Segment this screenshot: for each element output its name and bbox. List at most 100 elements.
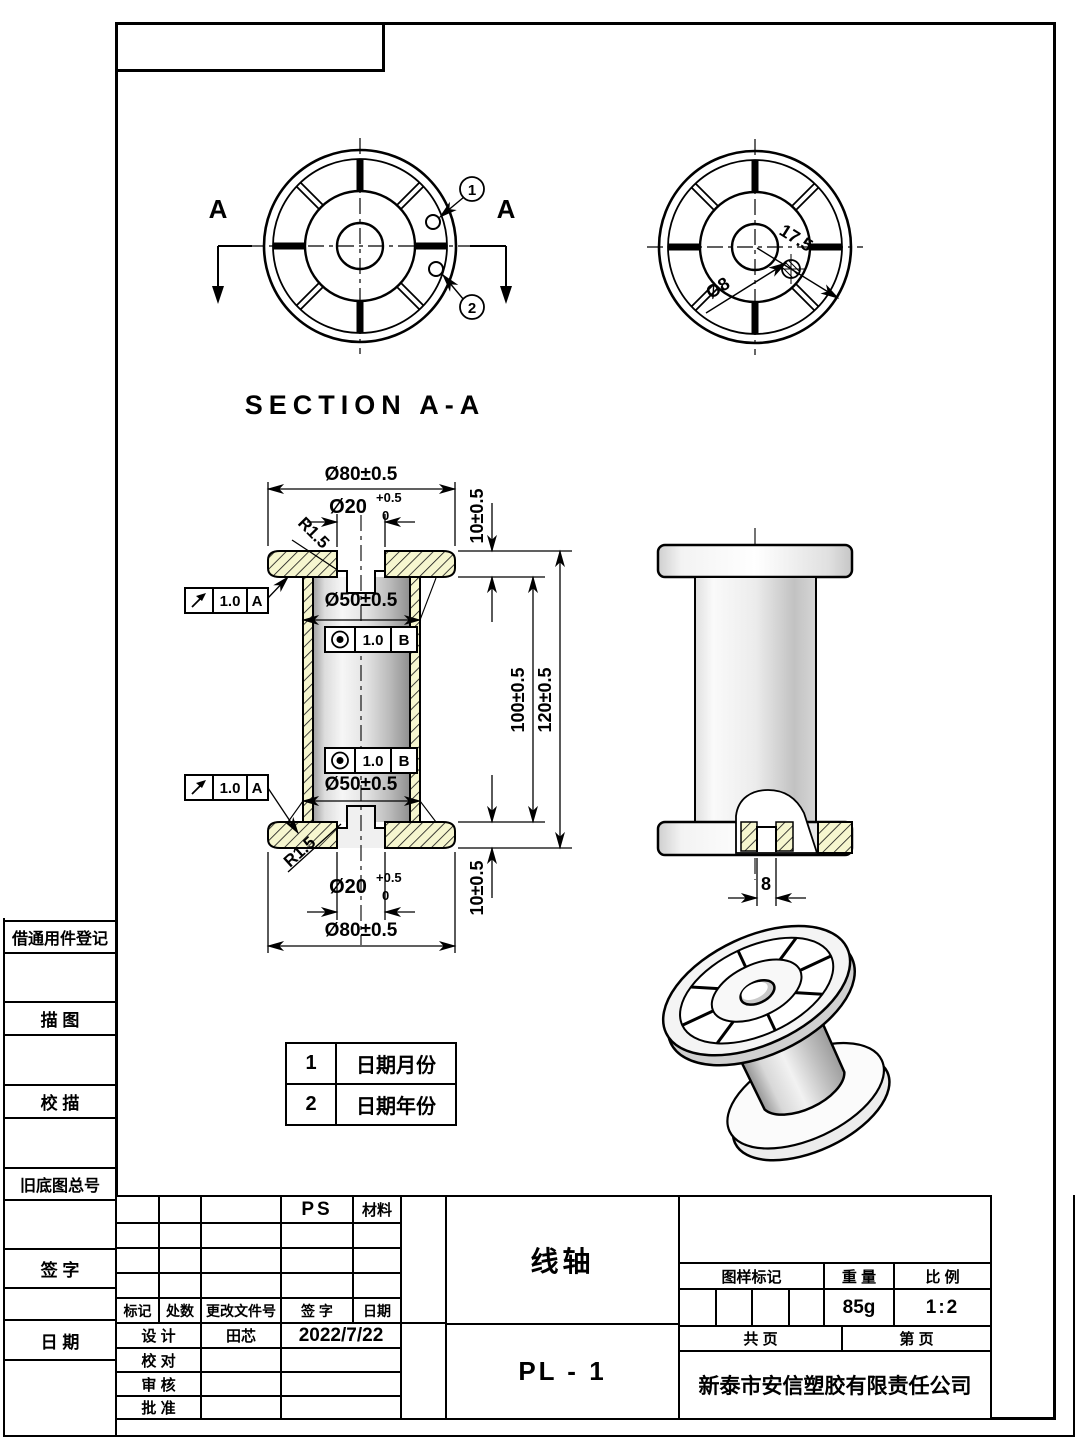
empty-cell	[280, 1247, 354, 1274]
sidebar-label-signature: 签 字	[3, 1248, 117, 1289]
empty-cell	[751, 1288, 790, 1327]
dim-10-top: 10±0.5	[467, 489, 487, 544]
weight-value: 85g	[823, 1288, 895, 1327]
empty-cell	[200, 1195, 282, 1224]
empty-cell	[3, 952, 117, 1003]
svg-text:B: B	[399, 753, 410, 770]
empty-cell	[352, 1272, 402, 1299]
section-arrow-left	[212, 286, 224, 304]
empty-cell	[158, 1222, 202, 1249]
sign-row-design-label: 设 计	[115, 1322, 202, 1349]
runout-symbol	[191, 593, 206, 608]
empty-cell	[400, 1322, 447, 1420]
dim-dia80-bottom: Ø80±0.5	[325, 920, 398, 941]
cut-label-right: A	[497, 194, 516, 224]
sign-row-approve-date	[280, 1395, 402, 1420]
stamp-circle-1	[425, 214, 441, 230]
balloon-1	[459, 176, 485, 202]
empty-cell	[115, 1195, 160, 1224]
sidebar-label-date: 日 期	[3, 1319, 117, 1361]
empty-cell	[115, 1222, 160, 1249]
company-name: 新泰市安信塑胶有限责任公司	[678, 1350, 992, 1420]
empty-cell	[352, 1222, 402, 1249]
legend-row2-num: 2	[285, 1083, 337, 1126]
concentricity-symbol	[331, 751, 349, 770]
rev-header-sign: 签 字	[280, 1297, 354, 1324]
section-view: Ø80±0.5 Ø20 +0.5 0 R1.5 1.0	[184, 464, 572, 953]
scale-label: 比 例	[893, 1262, 992, 1290]
dim-dia20-top-tolzero: 0	[382, 508, 389, 523]
dim-100: 100±0.5	[508, 668, 528, 733]
empty-cell	[400, 1195, 447, 1324]
sign-row-review-name	[200, 1371, 282, 1397]
section-arrow-right	[500, 286, 512, 304]
sign-row-approve-label: 批 准	[115, 1395, 202, 1420]
iso-spokes	[681, 937, 832, 1045]
empty-cell	[3, 1287, 117, 1321]
dim-dia20-top: Ø20	[329, 496, 367, 518]
dim-120: 120±0.5	[535, 668, 555, 733]
sign-row-design-name: 田芯	[200, 1322, 282, 1349]
dim-dia20-bottom: Ø20	[329, 876, 367, 898]
empty-cell	[715, 1288, 753, 1327]
dim-dia20-bottom-tolplus: +0.5	[376, 870, 402, 885]
reference-box	[115, 22, 385, 72]
material-label: 材料	[352, 1195, 402, 1224]
scale-value: 1:2	[893, 1288, 992, 1327]
balloon-1-num: 1	[468, 182, 476, 199]
views-canvas: A A 1 2 SECTION A-A 17.5 Ø8	[184, 138, 891, 1162]
empty-cell	[3, 1359, 117, 1437]
sidebar-label-check-trace: 校 描	[3, 1084, 117, 1119]
empty-cell	[3, 1034, 117, 1086]
top-view: A A 1 2 SECTION A-A	[209, 138, 516, 420]
gdt-concentricity-frame-bottom: 1.0 B	[324, 747, 418, 774]
paper-border-bottom	[3, 1435, 1075, 1437]
dim-10-bottom: 10±0.5	[467, 861, 487, 916]
sidebar-label-trace: 描 图	[3, 1001, 117, 1036]
sign-row-check-name	[200, 1347, 282, 1373]
top-flange-cut	[267, 550, 338, 578]
empty-cell	[200, 1272, 282, 1299]
sign-row-design-date: 2022/7/22	[280, 1322, 402, 1349]
rev-header-count: 处数	[158, 1297, 202, 1324]
keyway-slot	[756, 826, 777, 852]
dim-dia20-top-tolplus: +0.5	[376, 490, 402, 505]
empty-cell	[3, 1199, 117, 1250]
runout-symbol	[191, 780, 206, 795]
svg-text:A: A	[252, 593, 263, 610]
gdt-runout-frame-top: 1.0 A	[184, 575, 290, 614]
rev-header-doc-no: 更改文件号	[200, 1297, 282, 1324]
sign-row-approve-name	[200, 1395, 282, 1420]
legend-row2-text: 日期年份	[335, 1083, 457, 1126]
balloon-2	[459, 294, 485, 320]
empty-cell	[115, 1272, 160, 1299]
gdt-runout-frame-bottom: 1.0 A	[184, 774, 299, 835]
concentricity-symbol	[331, 630, 349, 649]
empty-cell	[158, 1272, 202, 1299]
sign-row-check-date	[280, 1347, 402, 1373]
side-view: 8	[656, 528, 854, 906]
gdt-concentricity-frame-top: 1.0 B	[324, 626, 418, 653]
empty-cell	[200, 1247, 282, 1274]
empty-cell	[3, 1117, 117, 1169]
rev-header-mark: 标记	[115, 1297, 160, 1324]
dim-slot-8: 8	[761, 874, 771, 894]
sign-row-review-label: 审 核	[115, 1371, 202, 1397]
empty-cell	[352, 1247, 402, 1274]
dim-dia20-bottom-tolzero: 0	[382, 888, 389, 903]
dim-dia50-bottom: Ø50±0.5	[325, 774, 398, 795]
svg-text:1.0: 1.0	[220, 593, 241, 610]
svg-text:A: A	[252, 780, 263, 797]
part-name: 线轴	[445, 1195, 680, 1325]
material-value: PS	[280, 1195, 354, 1224]
empty-cell	[280, 1222, 354, 1249]
stamp-circle-2	[428, 261, 444, 277]
iso-view	[661, 924, 891, 1162]
empty-cell	[678, 1195, 992, 1264]
section-title: SECTION A-A	[245, 390, 486, 420]
empty-cell	[115, 1247, 160, 1274]
svg-text:1.0: 1.0	[363, 753, 384, 770]
empty-cell	[678, 1288, 717, 1327]
dim-r15-top: R1.5	[294, 513, 333, 552]
legend-row1-text: 日期月份	[335, 1042, 457, 1085]
